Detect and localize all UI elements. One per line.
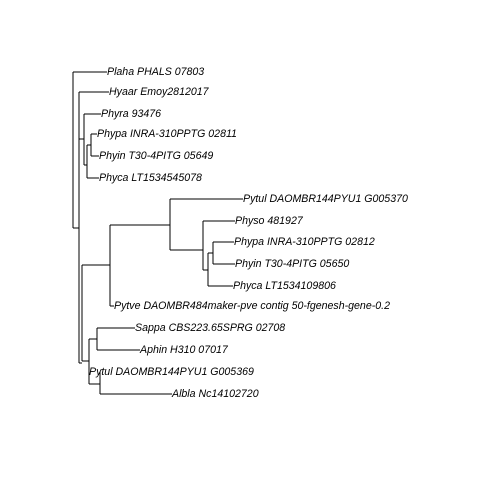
tip-label-phyra: Phyra 93476 [101,108,161,120]
tip-label-phyca-1: Phyca LT1534545078 [99,172,202,184]
tip-label-pytve: Pytve DAOMBR484maker-pve contig 50-fgene… [114,300,390,312]
tree-branches [72,71,243,395]
tip-label-plaha: Plaha PHALS 07803 [107,66,204,78]
tip-label-pytul-1: Pytul DAOMBR144PYU1 G005370 [243,193,408,205]
tip-label-phyin-2: Phyin T30-4PITG 05650 [235,258,349,270]
tip-label-albla: Albla Nc14102720 [171,388,259,400]
tip-label-phypa-2: Phypa INRA-310PPTG 02812 [234,236,375,248]
tip-label-aphin: Aphin H310 07017 [139,344,229,356]
tip-label-hyaar: Hyaar Emoy2812017 [109,86,210,98]
tip-label-sappa: Sappa CBS223.65SPRG 02708 [135,322,285,334]
tip-labels: Plaha PHALS 07803 Hyaar Emoy2812017 Phyr… [89,66,408,400]
tip-label-phyin-1: Phyin T30-4PITG 05649 [99,150,213,162]
tip-label-physo: Physo 481927 [235,215,304,227]
tip-label-phyca-2: Phyca LT1534109806 [233,280,336,292]
tip-label-phypa-1: Phypa INRA-310PPTG 02811 [97,128,237,140]
tip-label-pytul-2: Pytul DAOMBR144PYU1 G005369 [89,366,254,378]
